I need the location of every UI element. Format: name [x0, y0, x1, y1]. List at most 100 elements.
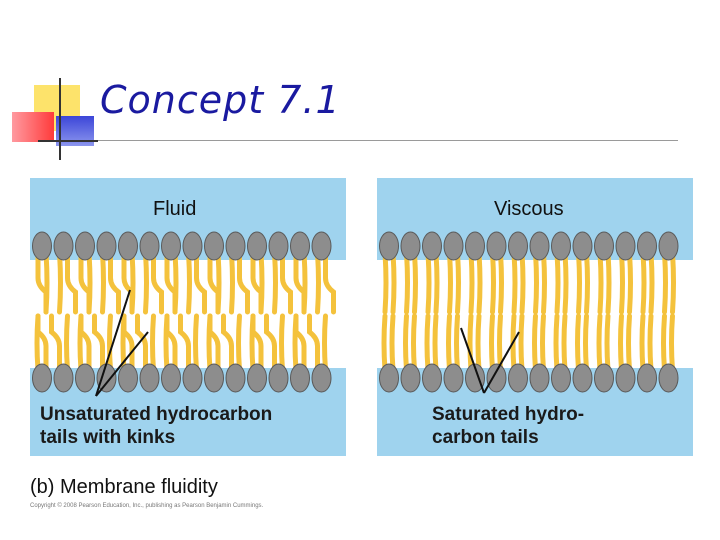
hydrocarbon-tail — [541, 250, 547, 315]
pointer-line — [483, 331, 520, 394]
hydrocarbon-tail — [597, 250, 604, 315]
hydrocarbon-tail — [411, 313, 417, 373]
hydrocarbon-tail — [533, 250, 539, 315]
viscous-membrane-panel: Viscous Saturated hydro- carbon tails — [377, 178, 693, 456]
hydrocarbon-tail — [151, 250, 164, 315]
hydrocarbon-tail — [576, 250, 582, 315]
phospholipid-head — [311, 363, 332, 393]
phospholipid-head — [594, 363, 614, 393]
phospholipid-head — [118, 363, 138, 393]
hydrocarbon-tail — [389, 313, 396, 373]
title-deco-vertical-line — [59, 78, 61, 160]
phospholipid-head — [443, 363, 464, 393]
hydrocarbon-tail — [639, 313, 646, 373]
hydrocarbon-tail — [425, 250, 432, 315]
phospholipid-head — [422, 363, 442, 393]
hydrocarbon-tail — [561, 313, 568, 373]
hydrocarbon-tail — [129, 250, 136, 315]
hydrocarbon-tail — [307, 313, 320, 373]
phospholipid-head — [443, 231, 464, 261]
phospholipid-head — [379, 231, 399, 261]
hydrocarbon-tail — [540, 313, 546, 373]
phospholipid-head — [529, 363, 550, 393]
hydrocarbon-tail — [467, 313, 474, 373]
hydrocarbon-tail — [315, 250, 321, 315]
phospholipid-head — [379, 363, 399, 393]
hydrocarbon-tail — [447, 250, 453, 315]
phospholipid-head — [572, 231, 593, 261]
phospholipid-head — [486, 363, 507, 393]
hydrocarbon-tail — [498, 250, 504, 315]
phospholipid-head — [118, 231, 138, 261]
hydrocarbon-tail — [627, 250, 633, 315]
hydrocarbon-tail — [143, 250, 149, 315]
hydrocarbon-tail — [78, 313, 92, 373]
hydrocarbon-tail — [186, 250, 192, 315]
phospholipid-head — [139, 363, 160, 393]
fluid-caption-line-1: Unsaturated hydrocarbon — [40, 404, 273, 425]
phospholipid-head — [161, 231, 181, 261]
hydrocarbon-tail — [172, 250, 179, 315]
hydrocarbon-tail — [670, 250, 676, 315]
hydrocarbon-tail — [381, 313, 388, 373]
hydrocarbon-tail — [583, 313, 589, 373]
hydrocarbon-tail — [468, 250, 475, 315]
hydrocarbon-tail — [647, 313, 654, 373]
hydrocarbon-tail — [272, 250, 278, 315]
hydrocarbon-tail — [49, 313, 62, 373]
hydrocarbon-tail — [150, 313, 156, 373]
hydrocarbon-tail — [446, 313, 452, 373]
hydrocarbon-tail — [43, 250, 50, 315]
phospholipid-head — [615, 231, 636, 261]
hydrocarbon-tail — [236, 313, 242, 373]
hydrocarbon-tail — [301, 250, 308, 315]
hydrocarbon-tail — [432, 313, 439, 373]
phospholipid-head — [32, 231, 52, 261]
hydrocarbon-tail — [584, 250, 590, 315]
hydrocarbon-tail — [596, 313, 603, 373]
phospholipid-head — [161, 363, 181, 393]
phospholipid-head — [551, 231, 571, 261]
phospholipid-head — [204, 231, 224, 261]
slide-title: Concept 7.1 — [100, 78, 341, 122]
phospholipid-head — [529, 231, 550, 261]
figure-caption: (b) Membrane fluidity — [30, 476, 218, 498]
hydrocarbon-tail — [511, 250, 518, 315]
title-deco-horizontal-line — [38, 140, 678, 141]
phospholipid-head — [400, 363, 421, 393]
hydrocarbon-tail — [35, 313, 49, 373]
hydrocarbon-tail — [57, 250, 63, 315]
hydrocarbon-tail — [215, 250, 222, 315]
hydrocarbon-tail — [489, 313, 495, 373]
hydrocarbon-tail — [455, 250, 461, 315]
viscous-panel-title: Viscous — [494, 198, 564, 220]
phospholipid-head — [247, 231, 267, 261]
phospholipid-head — [422, 231, 442, 261]
phospholipid-head — [268, 231, 289, 261]
hydrocarbon-tail — [640, 250, 647, 315]
viscous-caption-line-1: Saturated hydro- — [432, 404, 585, 425]
hydrocarbon-tail — [661, 313, 667, 373]
phospholipid-head — [508, 363, 528, 393]
pointer-line — [95, 289, 131, 397]
hydrocarbon-tail — [279, 313, 285, 373]
fluid-panel-caption: Unsaturated hydrocarbon tails with kinks — [40, 404, 272, 450]
fluid-bilayer-illustration — [30, 231, 346, 397]
phospholipid-head — [290, 363, 310, 393]
hydrocarbon-tail — [178, 313, 191, 373]
phospholipid-head — [311, 231, 332, 261]
hydrocarbon-tail — [382, 250, 389, 315]
hydrocarbon-tail — [604, 313, 611, 373]
pointer-line — [460, 327, 485, 394]
hydrocarbon-tail — [575, 313, 581, 373]
viscous-caption-line-2: carbon tails — [432, 426, 539, 448]
phospholipid-head — [400, 231, 421, 261]
hydrocarbon-tail — [164, 313, 178, 373]
hydrocarbon-tail — [193, 313, 199, 373]
phospholipid-head — [139, 231, 160, 261]
phospholipid-head — [182, 363, 203, 393]
hydrocarbon-tail — [619, 250, 625, 315]
fluid-membrane-panel: Fluid Unsaturated hydrocarbon tails with… — [30, 178, 346, 456]
hydrocarbon-tail — [403, 313, 409, 373]
phospholipid-head — [594, 231, 614, 261]
